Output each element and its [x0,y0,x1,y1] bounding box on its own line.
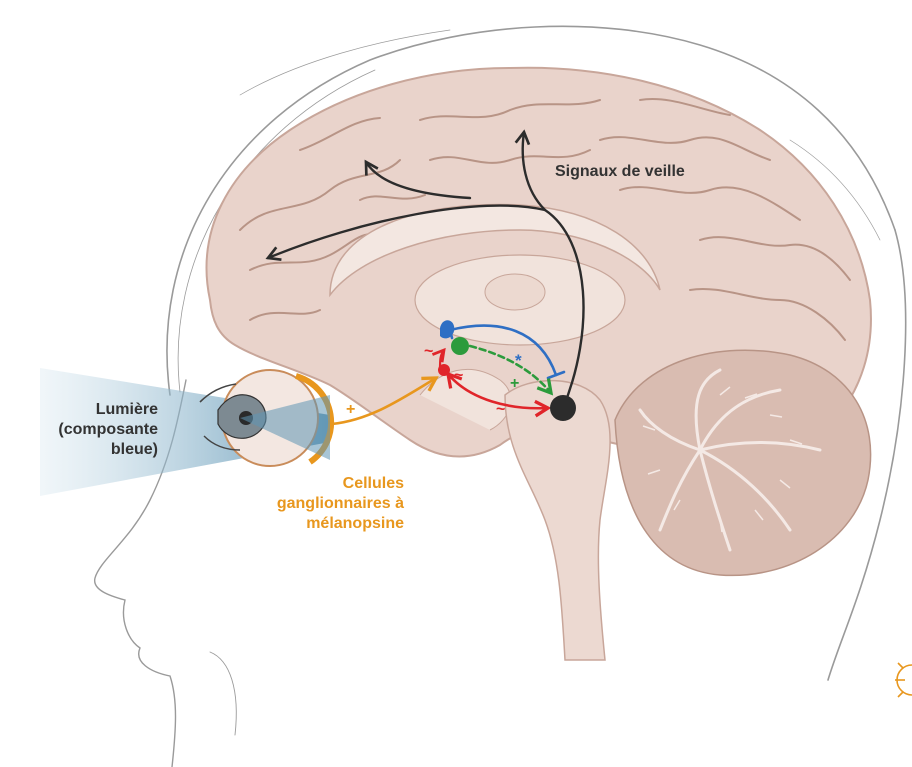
red-nucleus [438,364,450,376]
cells-label-line-2: ganglionnaires à [230,494,404,514]
cells-label-line-3: mélanopsine [230,514,404,534]
brainstem [505,381,610,660]
cerebellum [615,350,871,575]
sun-icon [895,663,912,697]
tilde-red-3: ~ [496,401,505,418]
green-nucleus [451,337,469,355]
melanopsin-cells-label: Cellules ganglionnaires à mélanopsine [230,474,404,534]
light-label-line-3: bleue) [0,440,158,460]
asterisk-blue: * [515,351,522,370]
plus-green: + [510,375,519,392]
light-label-line-2: (composante [0,420,158,440]
tilde-red-2: ~ [454,367,463,384]
cells-label-line-1: Cellules [230,474,404,494]
light-label-line-1: Lumière [0,400,158,420]
tilde-red-1: ~ [424,343,433,360]
wake-signals-label: Signaux de veille [555,162,685,182]
dark-nucleus [550,395,576,421]
light-label: Lumière (composante bleue) [0,400,158,460]
plus-orange: + [346,401,355,418]
